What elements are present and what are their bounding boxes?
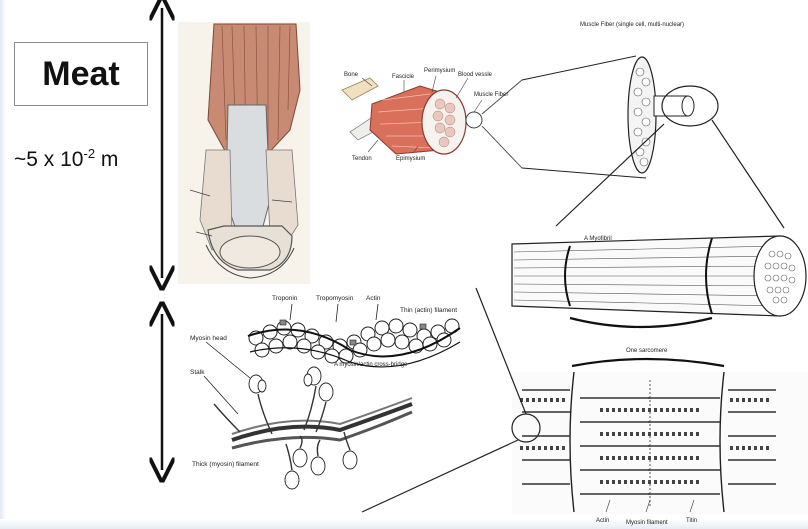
filament-diagram: Troponin Tropomyosin Actin Thin (actin) … bbox=[190, 295, 460, 489]
label-thin-filament: Thin (actin) filament bbox=[400, 307, 457, 314]
label-bottom-myosin: Myosin filament bbox=[626, 520, 668, 526]
label-thick-filament: Thick (myosin) filament bbox=[192, 461, 259, 468]
label-sarcomere: One sarcomere bbox=[626, 348, 668, 354]
single-fiber-cross-section: Muscle Fiber (single cell, multi-nuclear… bbox=[522, 22, 784, 228]
sarcomere-detail: One sarcomere bbox=[512, 348, 808, 526]
label-perimysium: Perimysium bbox=[424, 68, 455, 74]
label-actin: Actin bbox=[366, 295, 381, 302]
label-crossbridge: A myosin/actin cross-bridge bbox=[334, 362, 408, 368]
label-stalk: Stalk bbox=[190, 369, 205, 376]
label-single-fiber: Muscle Fiber (single cell, multi-nuclear… bbox=[580, 22, 684, 28]
label-blood-vessel: Blood vessle bbox=[458, 72, 493, 78]
zoom-line-lower bbox=[362, 440, 518, 512]
label-bone: Bone bbox=[344, 72, 359, 78]
zoom-line-upper bbox=[476, 288, 526, 414]
label-tropomyosin: Tropomyosin bbox=[316, 295, 354, 302]
fiber-bundle-panel: Bone Fascicle Perimysium Blood vessle Mu… bbox=[326, 60, 522, 168]
label-fascicle: Fascicle bbox=[392, 74, 415, 80]
leg-illustration bbox=[178, 22, 310, 284]
label-troponin: Troponin bbox=[272, 295, 298, 302]
label-epimysium: Epimysium bbox=[396, 156, 425, 162]
myofibril: A Myofibril bbox=[512, 236, 806, 327]
label-myofibril: A Myofibril bbox=[584, 236, 612, 242]
label-myosin-head: Myosin head bbox=[190, 335, 227, 342]
label-muscle-fiber: Muscle Fiber bbox=[474, 92, 508, 98]
label-bottom-titin: Titin bbox=[686, 518, 697, 524]
label-bottom-actin: Actin bbox=[596, 518, 609, 524]
label-tendon: Tendon bbox=[352, 156, 372, 162]
